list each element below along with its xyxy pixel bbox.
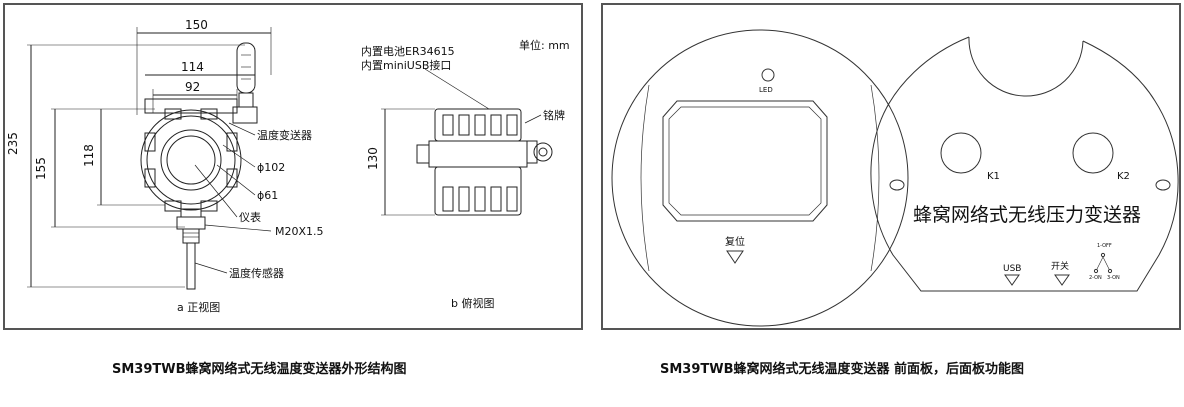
- reset-label: 复位: [725, 235, 745, 248]
- meter-window: [160, 129, 222, 191]
- label-thread: M20X1.5: [275, 225, 324, 238]
- view-front-label: a 正视图: [177, 300, 220, 314]
- k2-button[interactable]: [1072, 132, 1114, 174]
- nameplate-lug: [533, 142, 553, 162]
- k1-button[interactable]: [940, 132, 982, 174]
- dim-114: 114: [181, 60, 204, 74]
- reset-button[interactable]: [726, 250, 744, 264]
- display-window: [662, 100, 828, 222]
- label-nameplate: 铭牌: [543, 108, 565, 122]
- panel-function-svg: LED 复位 K1 K2 蜂窝网络式无线压力变送器 USB 开关 1-OFF 2…: [611, 29, 1179, 327]
- view-top-label: b 俯视图: [451, 296, 494, 310]
- outline-drawing: 150 114 92 235 155 118: [6, 18, 570, 314]
- label-sensor: 温度传感器: [229, 266, 284, 280]
- dim-150: 150: [185, 18, 208, 32]
- switch-off-label: 1-OFF: [1097, 243, 1112, 249]
- outline-drawing-panel: 150 114 92 235 155 118: [3, 3, 583, 330]
- housing-outer: [140, 109, 242, 211]
- caption-outline: SM39TWB蜂窝网络式无线温度变送器外形结构图: [112, 362, 407, 377]
- front-panel-circle: [611, 29, 909, 327]
- top-view-upper-body: [434, 108, 522, 142]
- label-phi61: ϕ61: [257, 189, 278, 202]
- led-indicator: [761, 68, 775, 82]
- k2-label: K2: [1117, 171, 1130, 182]
- temperature-probe: [186, 242, 196, 290]
- caption-panels: SM39TWB蜂窝网络式无线温度变送器 前面板，后面板功能图: [660, 362, 1025, 377]
- usb-label: USB: [1003, 264, 1021, 274]
- switch-on3-label: 3-ON: [1107, 275, 1120, 281]
- k1-label: K1: [987, 171, 1000, 182]
- label-transmitter: 温度变送器: [257, 128, 312, 142]
- label-phi102: ϕ102: [257, 161, 285, 174]
- dim-155: 155: [34, 157, 48, 180]
- dim-235: 235: [6, 132, 20, 155]
- power-switch[interactable]: [1054, 274, 1070, 286]
- antenna: [236, 42, 256, 94]
- label-meter: 仪表: [239, 210, 261, 224]
- led-label: LED: [759, 86, 773, 94]
- dim-130: 130: [366, 147, 380, 170]
- panel-function-drawing: LED 复位 K1 K2 蜂窝网络式无线压力变送器 USB 开关 1-OFF 2…: [601, 3, 1181, 330]
- dim-92: 92: [185, 80, 200, 94]
- top-view-lower-body: [434, 166, 522, 216]
- back-panel-outline: [870, 36, 1179, 292]
- label-battery: 内置电池ER34615: [361, 44, 455, 58]
- label-usb-port: 内置miniUSB接口: [361, 58, 451, 72]
- back-panel-notch: [968, 36, 1084, 97]
- switch-on2-label: 2-ON: [1089, 275, 1102, 281]
- top-view-middle: [428, 140, 528, 168]
- switch-label: 开关: [1051, 260, 1069, 272]
- unit-label: 单位: mm: [519, 38, 570, 52]
- dim-118: 118: [82, 144, 96, 167]
- back-panel-title: 蜂窝网络式无线压力变送器: [913, 204, 1141, 226]
- usb-port-marker[interactable]: [1004, 274, 1020, 286]
